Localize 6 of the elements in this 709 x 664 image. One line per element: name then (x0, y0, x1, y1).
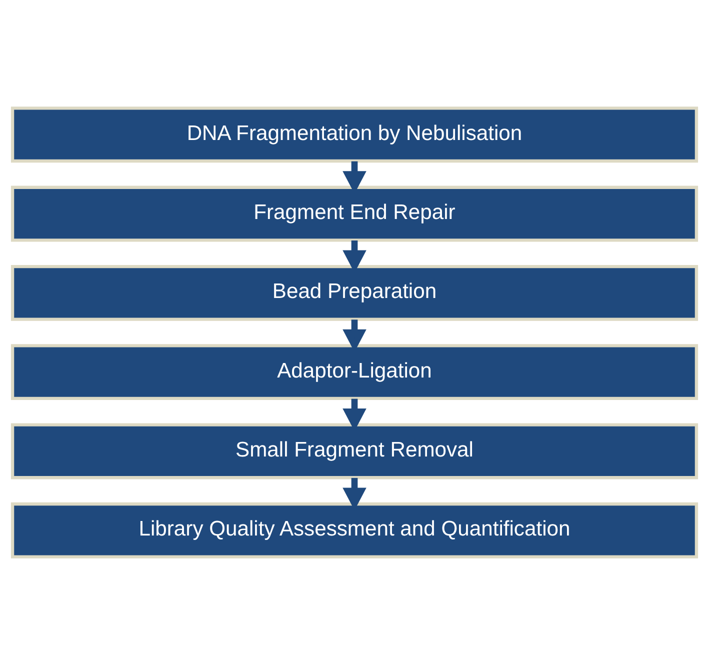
node-box: Fragment End Repair (10, 185, 698, 242)
node-box: Small Fragment Removal (10, 422, 698, 479)
node-box: Adaptor-Ligation (10, 344, 698, 400)
node-box: Bead Preparation (10, 264, 698, 320)
node-box: Library Quality Assessment and Quantification (10, 502, 698, 558)
node-box: DNA Fragmentation by Nebulisation (10, 106, 698, 162)
